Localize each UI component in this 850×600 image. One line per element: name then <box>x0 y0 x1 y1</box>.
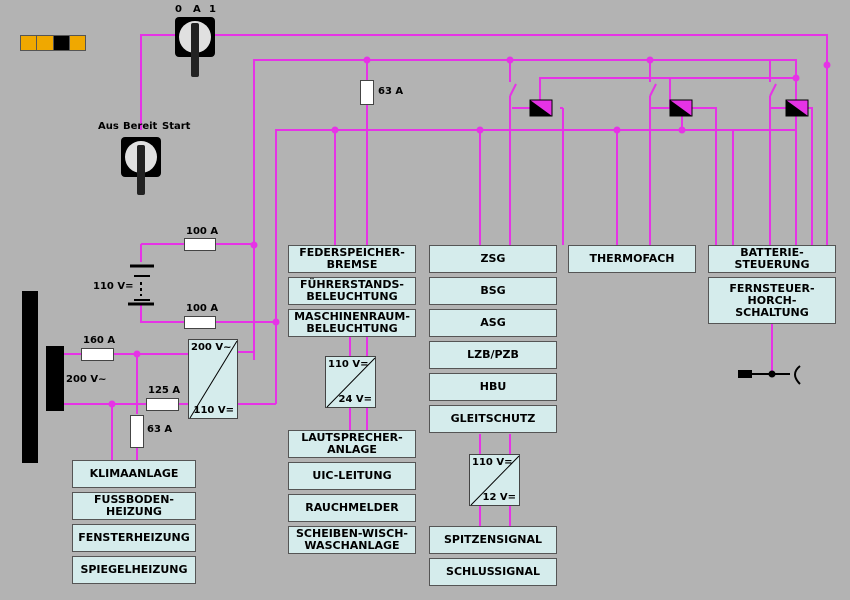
fuse-160a <box>81 348 114 361</box>
box-fuehrerstandsbeleuchtung: FÜHRERSTANDS- BELEUCHTUNG <box>288 277 416 305</box>
box-scheibenwischwaschanlage: SCHEIBEN-WISCH- WASCHANLAGE <box>288 526 416 554</box>
fuse-63a-left <box>130 415 144 448</box>
box-federspeicherbremse: FEDERSPEICHER- BREMSE <box>288 245 416 273</box>
converter-input: 110 V= <box>472 457 513 468</box>
fuse-label: 160 A <box>83 335 116 346</box>
box-klimaanlage: KLIMAANLAGE <box>72 460 196 488</box>
box-fernsteuer: FERNSTEUER- HORCH- SCHALTUNG <box>708 277 836 324</box>
battery-label: 110 V= <box>93 281 134 292</box>
switch-pos-a: A <box>193 4 201 15</box>
fuse-100a-lower <box>184 316 216 329</box>
box-uic-leitung: UIC-LEITUNG <box>288 462 416 490</box>
indicator-segment <box>21 36 38 50</box>
converter-signal: 110 V= 12 V= <box>469 454 520 506</box>
indicator-segment <box>69 36 85 50</box>
box-spiegelheizung: SPIEGELHEIZUNG <box>72 556 196 584</box>
box-hbu: HBU <box>429 373 557 401</box>
indicator-segment <box>37 36 54 50</box>
box-gleitschutz: GLEITSCHUTZ <box>429 405 557 433</box>
switch-pos-start: Start <box>162 121 191 132</box>
indicator-bar <box>20 35 86 51</box>
fuse-label: 100 A <box>186 303 219 314</box>
converter-input: 200 V~ <box>191 342 232 353</box>
box-zsg: ZSG <box>429 245 557 273</box>
converter-main: 200 V~ 110 V= <box>188 339 238 419</box>
fuse-63a-top <box>360 80 374 105</box>
box-lautsprecheranlage: LAUTSPRECHER- ANLAGE <box>288 430 416 458</box>
box-fussbodenheizung: FUSSBODEN- HEIZUNG <box>72 492 196 520</box>
box-schlusssignal: SCHLUSSIGNAL <box>429 558 557 586</box>
mode-switch[interactable] <box>121 137 161 195</box>
supply-label: 200 V~ <box>66 374 107 385</box>
box-maschinenraumbeleuchtung: MASCHINENRAUM- BELEUCHTUNG <box>288 309 416 337</box>
fuse-125a <box>146 398 179 411</box>
switch-pos-0: 0 <box>175 4 182 15</box>
converter-output: 12 V= <box>482 492 516 503</box>
converter-output: 24 V= <box>338 394 372 405</box>
converter-output: 110 V= <box>193 405 234 416</box>
fuse-label: 100 A <box>186 226 219 237</box>
relay-1 <box>529 99 553 117</box>
box-asg: ASG <box>429 309 557 337</box>
fuse-100a-upper <box>184 238 216 251</box>
main-switch[interactable] <box>175 17 215 77</box>
box-spitzensignal: SPITZENSIGNAL <box>429 526 557 554</box>
box-rauchmelder: RAUCHMELDER <box>288 494 416 522</box>
fuse-label: 125 A <box>148 385 181 396</box>
converter-input: 110 V= <box>328 359 369 370</box>
box-batteriesteuerung: BATTERIE- STEUERUNG <box>708 245 836 273</box>
box-fensterheizung: FENSTERHEIZUNG <box>72 524 196 552</box>
switch-pos-aus: Aus <box>98 121 119 132</box>
box-thermofach: THERMOFACH <box>568 245 696 273</box>
box-lzb-pzb: LZB/PZB <box>429 341 557 369</box>
converter-lighting: 110 V= 24 V= <box>325 356 376 408</box>
indicator-segment <box>53 36 70 50</box>
fuse-label: 63 A <box>378 86 404 97</box>
switch-pos-bereit: Bereit <box>123 121 158 132</box>
relay-3 <box>785 99 809 117</box>
relay-2 <box>669 99 693 117</box>
switch-pos-1: 1 <box>209 4 216 15</box>
fuse-label: 63 A <box>147 424 173 435</box>
box-bsg: BSG <box>429 277 557 305</box>
